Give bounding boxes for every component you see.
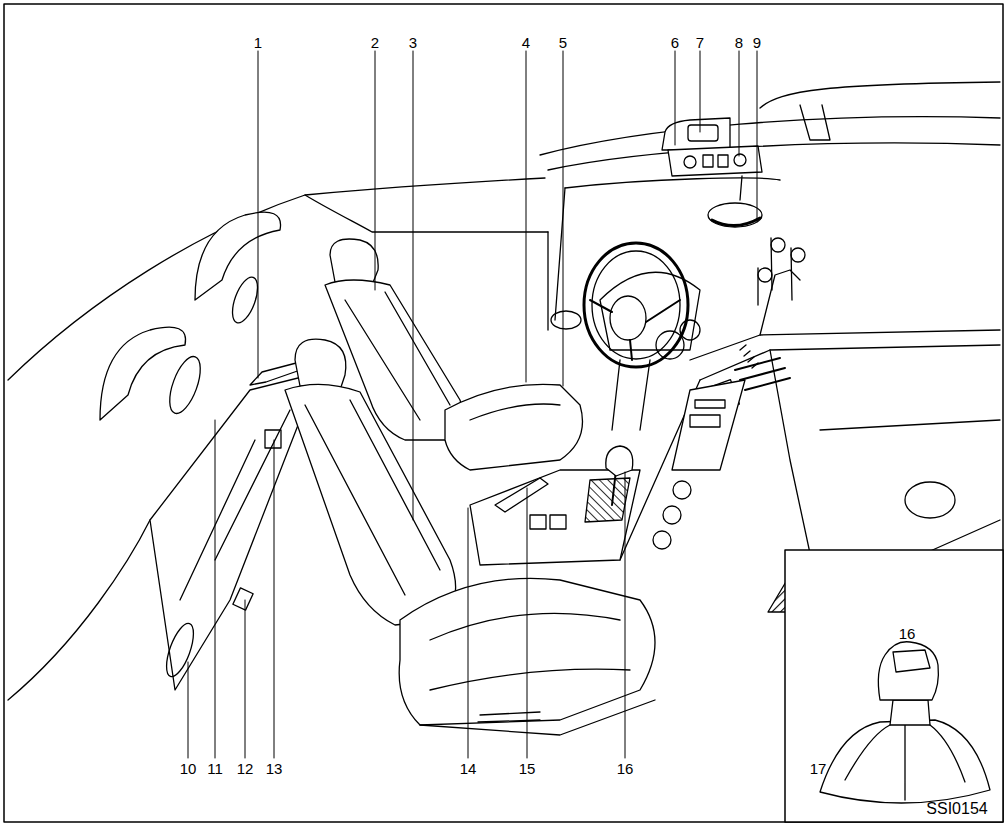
headrest: [295, 339, 346, 390]
dashboard-top: [690, 330, 1000, 360]
climate-knob: [673, 481, 691, 499]
climate-knob: [663, 506, 681, 524]
windshield-frame: [565, 178, 780, 188]
callout-number: 11: [207, 761, 223, 776]
cd-slot: [695, 400, 725, 408]
shift-pattern: [893, 650, 930, 672]
door-trim: [180, 440, 255, 600]
mirror-stem: [740, 176, 742, 200]
vanity-mirror: [688, 125, 718, 141]
callout-number: 9: [753, 35, 761, 50]
headrest: [330, 239, 378, 285]
steering-spoke: [590, 300, 680, 360]
door-trim: [215, 410, 290, 560]
seat-base: [420, 700, 655, 735]
callout-number: 10: [180, 761, 197, 776]
callout-number: 16: [899, 626, 916, 641]
glovebox-line: [820, 420, 1000, 430]
boot-stitch: [845, 724, 965, 800]
speaker: [163, 353, 206, 418]
console-switch: [530, 515, 546, 529]
audio-buttons: [690, 415, 720, 427]
shift-knob: [606, 446, 633, 476]
center-console: [470, 470, 640, 565]
callout-number: 17: [810, 761, 827, 776]
windshield-header: [548, 143, 1000, 170]
seat-seam: [470, 404, 560, 420]
map-lamp: [684, 156, 696, 168]
gauge-pod: [791, 248, 805, 262]
mirror-rim: [712, 218, 760, 226]
seat-cushion: [445, 384, 583, 470]
callout-number: 7: [696, 35, 704, 50]
dashboard-vent: [760, 270, 800, 335]
shift-boot: [820, 720, 990, 803]
seat-rail: [478, 712, 540, 722]
seat-seam: [430, 613, 620, 640]
gauge-pod: [771, 238, 785, 252]
sun-visor: [800, 105, 830, 140]
speaker: [905, 482, 955, 518]
frame: [4, 4, 1003, 822]
deck-edge: [305, 195, 548, 232]
callout-number: 3: [409, 35, 417, 50]
callout-number: 1: [254, 35, 262, 50]
callout-number: 5: [559, 35, 567, 50]
shift-gate: [585, 478, 630, 522]
steering-wheel: [584, 243, 688, 367]
seat-seam: [430, 669, 630, 690]
callout-number: 14: [460, 761, 477, 776]
roll-hoop: [100, 327, 186, 420]
steering-wheel: [592, 251, 680, 359]
dashboard-top: [700, 345, 1000, 380]
shift-knob: [878, 642, 938, 700]
seat-back: [285, 384, 456, 625]
climate-knob: [653, 531, 671, 549]
speaker: [227, 274, 262, 326]
map-lamp: [734, 154, 746, 166]
body-outline: [8, 520, 150, 700]
speaker: [161, 620, 199, 679]
switch: [718, 155, 728, 167]
steering-hub: [610, 296, 646, 340]
callout-number: 8: [735, 35, 743, 50]
shift-collar: [890, 700, 930, 725]
door-edge: [547, 232, 548, 330]
callout-number: 6: [671, 35, 679, 50]
door-pocket: [233, 588, 253, 610]
rear-view-mirror: [708, 203, 762, 227]
callout-number: 2: [371, 35, 379, 50]
vent-slats: [735, 358, 790, 390]
windshield-header: [540, 117, 1000, 155]
overhead-console: [668, 146, 762, 176]
roof-edge: [760, 82, 1000, 108]
gauge-pod: [758, 238, 792, 305]
door-handle: [265, 430, 281, 448]
callout-number: 13: [266, 761, 283, 776]
console-switch: [550, 515, 566, 529]
gauge: [656, 331, 684, 359]
sun-visor: [662, 118, 730, 150]
body-outline: [8, 178, 545, 380]
audio-unit: [672, 380, 745, 470]
gauge-pod: [758, 268, 772, 282]
callout-number: 15: [519, 761, 536, 776]
side-vent: [551, 311, 581, 329]
roll-hoop: [195, 212, 281, 300]
parking-brake-lever: [495, 478, 548, 512]
seat-bolster: [305, 400, 440, 595]
inset-frame: [785, 550, 1003, 822]
callout-number: 16: [617, 761, 634, 776]
steering-column: [612, 360, 650, 430]
callout-number: 4: [522, 35, 530, 50]
callout-number: 12: [237, 761, 254, 776]
figure-code: SSI0154: [926, 801, 987, 817]
switch: [703, 155, 713, 167]
